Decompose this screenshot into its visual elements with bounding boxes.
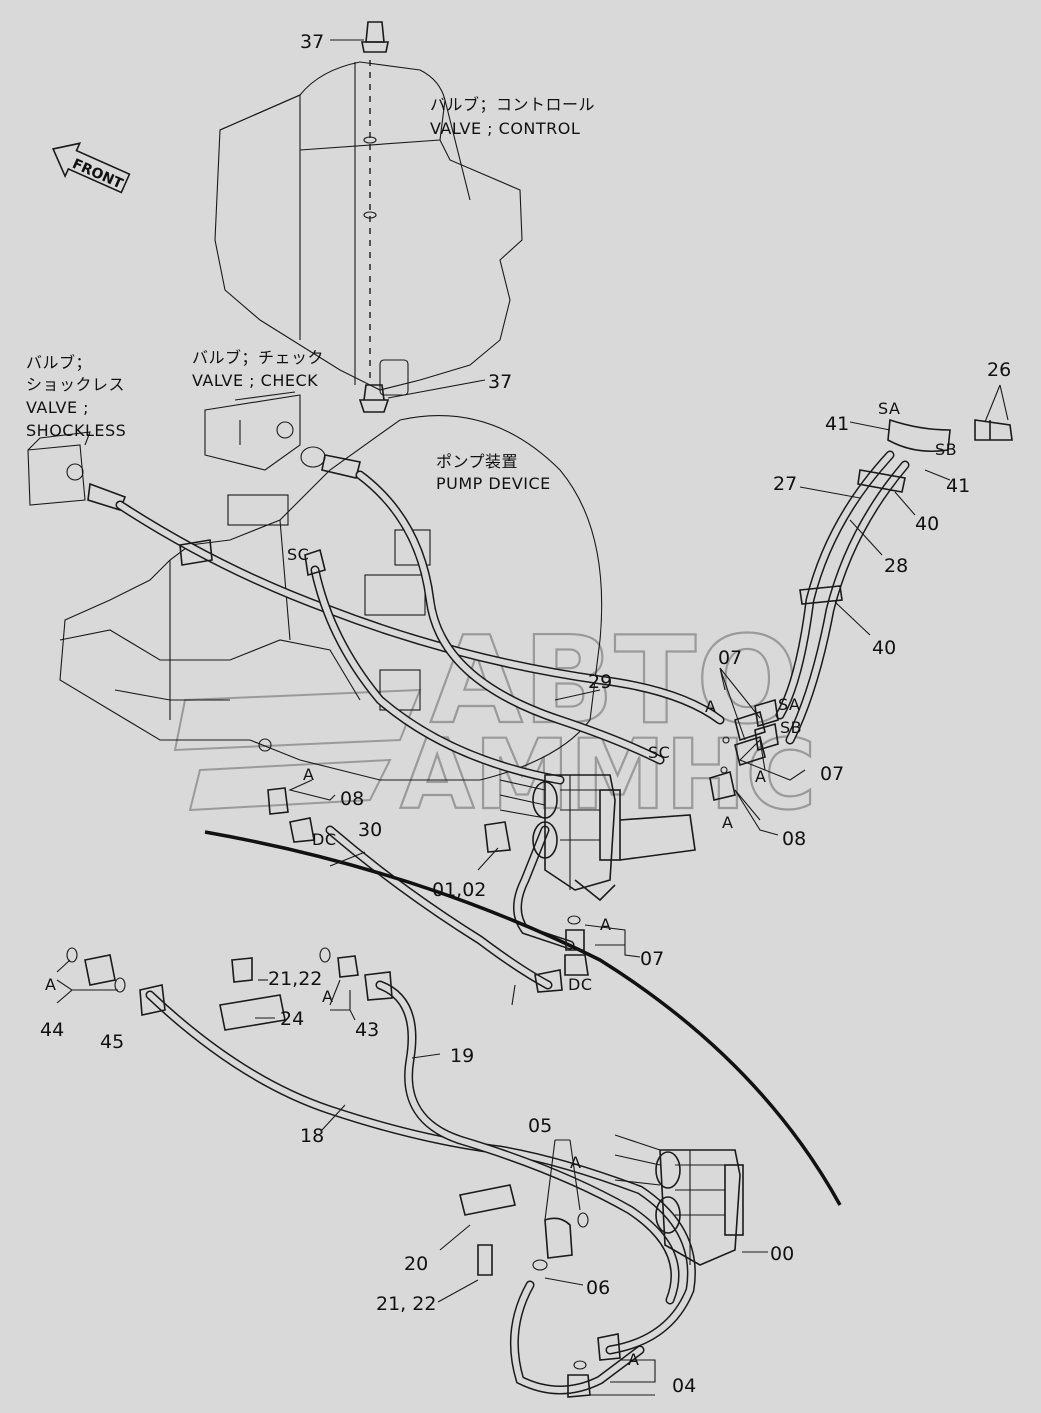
part-45: 45 [100,1031,124,1053]
port-sb-top: SB [935,440,957,459]
port-labels: SA SB SA SB SC SC DC DC [287,399,957,994]
control-valve-jp: バルブ；コントロール [430,95,595,114]
part-19: 19 [450,1045,474,1067]
shockless-valve-en1: VALVE ; [26,398,89,417]
shockless-valve-jp1: バルブ； [26,353,92,372]
part-37-top: 37 [300,31,324,53]
front-arrow-icon: FRONT [51,142,131,194]
port-sc-mid: SC [648,743,670,762]
hoses [115,450,910,1395]
part-06: 06 [586,1277,610,1299]
pump-device-jp: ポンプ装置 [436,452,518,471]
pump-device-en: PUMP DEVICE [436,474,551,493]
check-valve-body [204,391,361,479]
part-08-left: 08 [340,788,364,810]
part-26: 26 [987,359,1011,381]
mark-a-upper: A [705,697,716,716]
leader-lines [56,39,1009,1396]
solenoid-valve-lower [614,1134,744,1266]
part-41-top: 41 [825,413,849,435]
part-08-right: 08 [782,828,806,850]
port-sb-mid: SB [780,718,802,737]
solenoid-valve-upper [499,774,696,902]
part-40-bottom: 40 [872,637,896,659]
part-04: 04 [672,1375,696,1397]
control-valve-body [214,60,523,396]
part-37-mid: 37 [488,371,512,393]
shockless-valve-jp2: ショックレス [26,375,125,394]
part-24: 24 [280,1008,304,1030]
part-05: 05 [528,1115,552,1137]
detail-a-marks: A A A A A A A A A [45,697,766,1369]
shockless-valve-en2: SHOCKLESS [26,421,126,440]
port-dc-upper: DC [312,830,337,849]
part-07-upper: 07 [718,647,742,669]
part-41-bottom: 41 [946,475,970,497]
mark-a-43: A [322,987,333,1006]
part-number-labels: 37 37 26 41 41 27 40 28 40 29 07 07 08 0… [40,31,1011,1397]
part-30: 30 [358,819,382,841]
part-01-02: 01,02 [432,879,486,901]
part-21-22-top: 21,22 [268,968,322,990]
mark-a-right: A [755,767,766,786]
part-07-lower: 07 [640,948,664,970]
mark-a-left: A [303,765,314,784]
port-sa-top: SA [878,399,900,418]
mark-a-44: A [45,975,56,994]
front-label: FRONT [70,156,126,193]
check-valve-jp: バルブ；チェック [192,348,324,367]
mark-a-right2: A [722,813,733,832]
part-44: 44 [40,1019,64,1041]
component-captions: バルブ；コントロール VALVE ; CONTROL バルブ；チェック VALV… [26,95,595,493]
control-valve-en: VALVE ; CONTROL [430,119,580,138]
part-27: 27 [773,473,797,495]
mark-a-04: A [628,1350,639,1369]
part-00: 00 [770,1243,794,1265]
port-dc-lower: DC [568,975,593,994]
part-21-22-bottom: 21, 22 [376,1293,436,1315]
section-divider [204,830,842,1206]
port-sa-mid: SA [778,695,800,714]
mark-a-lower: A [600,915,611,934]
fittings [66,21,1013,1398]
part-28: 28 [884,555,908,577]
check-valve-en: VALVE ; CHECK [192,371,318,390]
part-40-top: 40 [915,513,939,535]
part-29: 29 [588,671,612,693]
port-sc-left: SC [287,545,309,564]
part-07-right: 07 [820,763,844,785]
part-20: 20 [404,1253,428,1275]
mark-a-05: A [570,1153,581,1172]
part-18: 18 [300,1125,324,1147]
shockless-valve-body [27,431,127,511]
part-43: 43 [355,1019,379,1041]
